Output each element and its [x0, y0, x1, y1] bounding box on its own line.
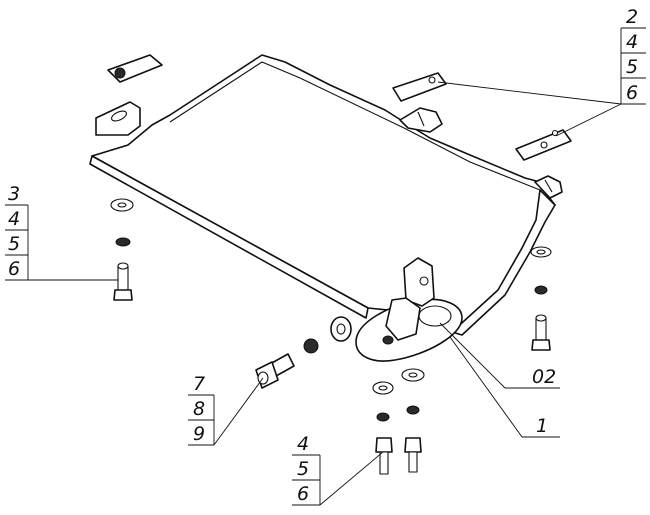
callout-group-bottom-center: 4 5 6 [297, 433, 309, 505]
leader-lines [5, 27, 646, 506]
callout-number: 8 [193, 398, 205, 420]
callout-group-left: 3 4 5 6 [8, 183, 20, 280]
callout-group-bottom-left: 7 8 9 [193, 373, 205, 445]
nut-plate-left [107, 54, 163, 83]
callout-number: 6 [297, 483, 309, 505]
callout-number: 5 [626, 56, 638, 78]
callout-number: 6 [626, 82, 638, 104]
fastener-set-bottom [372, 368, 425, 475]
callout-group-top-right: 2 4 5 6 [626, 6, 638, 104]
callout-number: 2 [626, 6, 638, 28]
callout-number: 9 [193, 423, 205, 445]
callout-number: 4 [8, 208, 20, 230]
callout-number: 4 [297, 433, 309, 455]
nut-plate-top-right [392, 72, 447, 102]
fastener-set-left [110, 198, 134, 301]
fastener-set-right [530, 246, 552, 351]
callout-number: 4 [626, 31, 638, 53]
callout-number: 6 [8, 258, 20, 280]
callout-number: 5 [297, 458, 309, 480]
nut-plate-right [515, 129, 572, 161]
callout-part-1: 1 [536, 415, 548, 437]
callout-number: 7 [193, 373, 205, 395]
skid-plate [89, 54, 563, 362]
callout-number: 5 [8, 233, 20, 255]
callout-part-02: 02 [532, 366, 556, 388]
callout-number: 3 [8, 183, 20, 205]
front-bolt-assembly [255, 316, 352, 389]
